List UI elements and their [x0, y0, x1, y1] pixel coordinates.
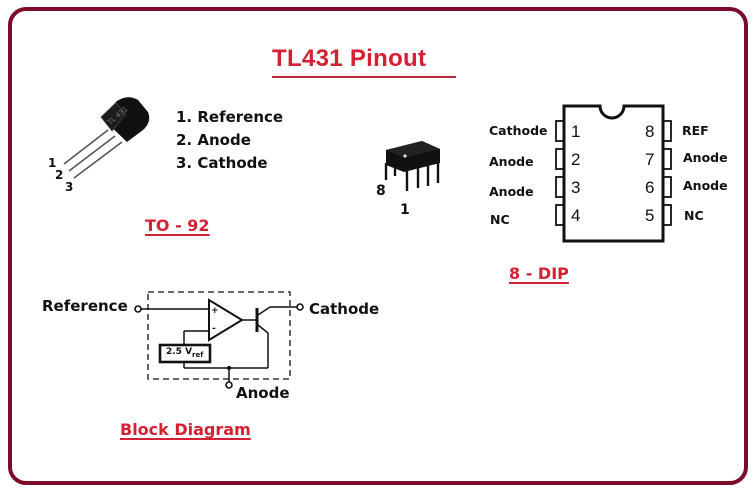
dip-pin-8-name: REF [682, 123, 709, 138]
vref-box [158, 343, 212, 364]
to92-pin-item: 2. Anode [176, 131, 251, 149]
dip-pin-2-name: Anode [489, 154, 534, 169]
opamp-minus-sign: - [212, 324, 216, 334]
vref-subscript: ref [192, 350, 204, 359]
to92-lead-1 [63, 129, 109, 165]
to92-caption: TO - 92 [145, 216, 210, 235]
dip-pin-5-number: 5 [645, 206, 655, 225]
dip-pin-3-tab [555, 176, 565, 198]
dip-pin-6-number: 6 [645, 178, 655, 197]
dip-photo-pin-8-label: 8 [376, 183, 386, 199]
block-diagram-caption: Block Diagram [120, 420, 251, 439]
opamp-symbol [208, 298, 244, 342]
dip-pin-5-name: NC [684, 208, 704, 223]
to92-leads [63, 129, 123, 179]
reference-label: Reference [42, 297, 128, 315]
dip-pin-4-name: NC [490, 212, 510, 227]
block-diagram-boundary [147, 291, 291, 380]
dip-pin-6-name: Anode [683, 178, 728, 193]
page-title: TL431 Pinout [272, 45, 427, 72]
dip-pin-2-number: 2 [571, 150, 581, 169]
dip-pin-7-name: Anode [683, 150, 728, 165]
vref-label: 2.5 Vref [166, 347, 203, 359]
to92-pin-list: 1. Reference 2. Anode 3. Cathode [176, 106, 283, 175]
to92-pin-number-2: 2 [55, 168, 64, 182]
dip-pin-6-tab [662, 176, 672, 198]
dip-pin-1-tab [555, 120, 565, 142]
to92-body: TL 431 [100, 97, 150, 142]
cathode-terminal [296, 303, 304, 311]
dip-pin-8-tab [662, 120, 672, 142]
dip-pin-3-name: Anode [489, 184, 534, 199]
block-diagram-circuit [134, 291, 304, 389]
to92-lead-2 [68, 135, 116, 172]
to92-pin-number-3: 3 [65, 180, 74, 194]
cathode-label: Cathode [309, 300, 380, 318]
anode-label: Anode [236, 384, 290, 402]
dip-photo-pin-1-label: 1 [400, 202, 410, 218]
dip-pin-5-tab [662, 204, 672, 226]
dip-pin-8-number: 8 [645, 122, 655, 141]
dip-package-photo [384, 141, 440, 191]
title-underline [272, 76, 456, 78]
to92-pin-item: 1. Reference [176, 108, 284, 126]
anode-terminal [225, 381, 233, 389]
reference-terminal [134, 305, 142, 313]
dip-schematic [555, 104, 672, 243]
to92-pin-number-1: 1 [48, 156, 57, 170]
page-frame [8, 7, 748, 485]
dip-pin-3-number: 3 [571, 178, 581, 197]
dip-pin-7-number: 7 [645, 150, 655, 169]
vref-text: 2.5 V [166, 347, 193, 357]
to92-lead-3 [73, 141, 123, 179]
to92-pin-item: 3. Cathode [176, 154, 268, 172]
dip-pin-4-tab [555, 204, 565, 226]
dip-pin-2-tab [555, 148, 565, 170]
dip-pin-4-number: 4 [571, 206, 581, 225]
opamp-plus-sign: + [211, 306, 219, 316]
dip-pin-1-number: 1 [571, 122, 581, 141]
dip-pin-7-tab [662, 148, 672, 170]
dip-pin-1-name: Cathode [489, 123, 548, 138]
dip-caption: 8 - DIP [509, 264, 569, 283]
